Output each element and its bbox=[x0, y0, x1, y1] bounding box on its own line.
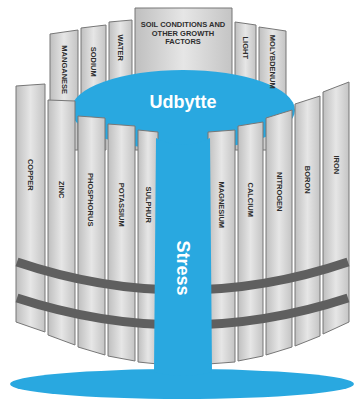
stave-label: ZINC bbox=[57, 181, 65, 199]
stave-label: COPPER bbox=[26, 159, 34, 191]
stave-label: BORON bbox=[303, 166, 311, 194]
stave-label: MOLYBDENUM bbox=[268, 35, 276, 89]
stave-label: MANGANESE bbox=[60, 46, 68, 95]
stave-label: MAGNESIUM bbox=[217, 182, 225, 229]
stave-label: WATER bbox=[116, 35, 124, 62]
stress-label: Stress bbox=[174, 240, 192, 295]
water-stream bbox=[154, 138, 212, 376]
stave-label: IRON bbox=[332, 156, 340, 175]
stave-label: CALCIUM bbox=[246, 183, 254, 218]
stave-label: SOIL CONDITIONS AND OTHER GROWTH FACTORS bbox=[137, 21, 229, 47]
stave-label: POTASSIUM bbox=[117, 183, 125, 227]
stave-label: LIGHT bbox=[241, 37, 249, 60]
stave-label: PHOSPHORUS bbox=[87, 173, 95, 226]
yield-label: Udbytte bbox=[150, 93, 217, 111]
stave-label: SULPHUR bbox=[144, 187, 152, 223]
stave-label: SODIUM bbox=[89, 47, 97, 77]
stave-label: NITROGEN bbox=[275, 172, 283, 212]
